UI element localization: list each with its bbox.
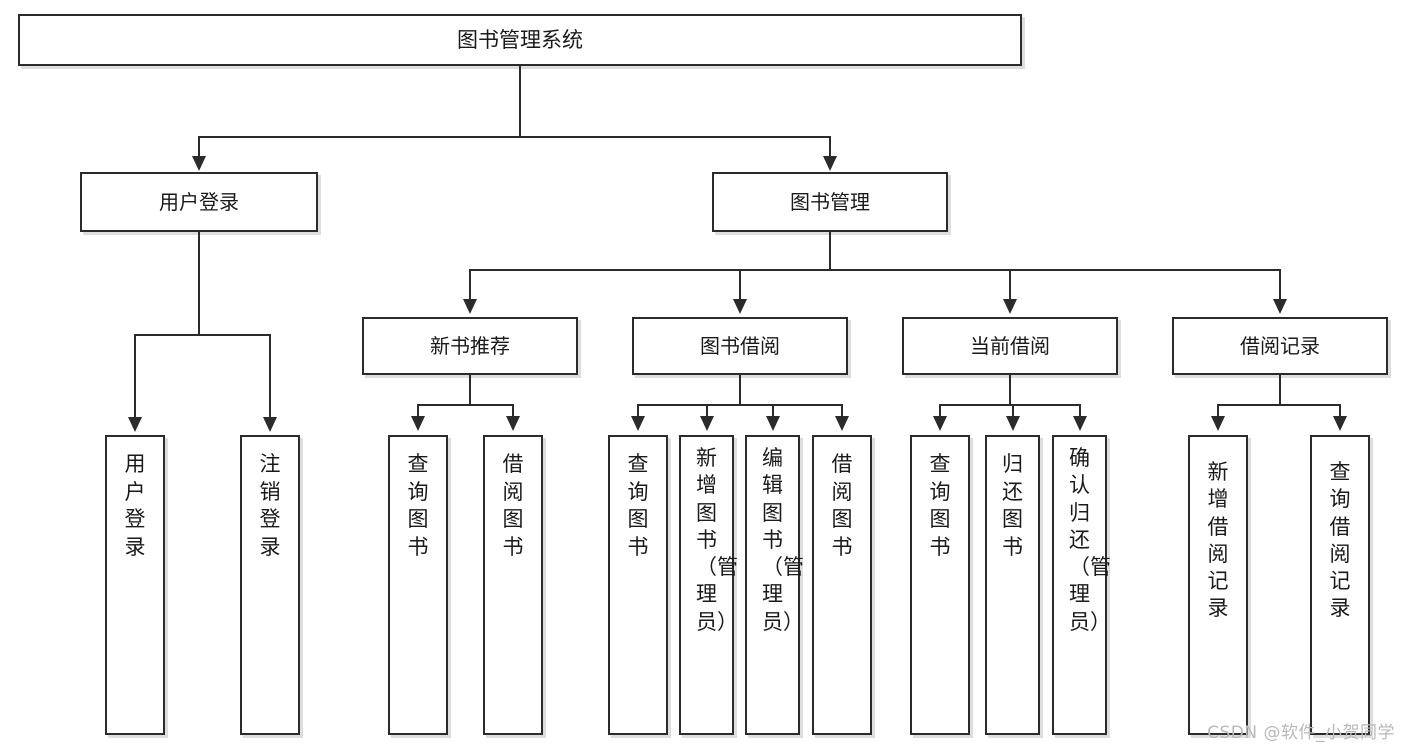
arrow-to-leaf-query-book-c bbox=[933, 416, 947, 431]
connector-record-drop-1 bbox=[1217, 404, 1219, 418]
node-label: 注销登录 bbox=[259, 452, 281, 560]
connector-recommend-stem bbox=[469, 375, 471, 406]
node-label: 查询借阅记录 bbox=[1329, 460, 1351, 621]
connector-recommend-drop-1 bbox=[417, 404, 419, 418]
leaf-add-borrow-record[interactable]: 新增借阅记录 bbox=[1188, 435, 1248, 735]
node-label: 归还图书 bbox=[1002, 452, 1023, 560]
node-label: 编辑图书（管理员） bbox=[762, 446, 804, 634]
connector-current-bus bbox=[939, 404, 1081, 406]
arrow-to-book-management bbox=[823, 156, 837, 171]
connector-level3-drop-4 bbox=[1279, 269, 1281, 301]
arrow-to-leaf-add-record bbox=[1211, 416, 1225, 431]
arrow-to-user-login bbox=[192, 156, 206, 171]
connector-level2-bus bbox=[198, 136, 830, 138]
connector-book-management-stem bbox=[829, 232, 831, 271]
connector-current-drop-1 bbox=[939, 404, 941, 418]
connector-record-stem bbox=[1279, 375, 1281, 406]
arrow-to-leaf-query-record bbox=[1333, 416, 1347, 431]
leaf-query-book-current[interactable]: 查询图书 bbox=[910, 435, 970, 735]
connector-user-login-bus bbox=[134, 334, 271, 336]
connector-borrow-bus bbox=[637, 404, 842, 406]
node-borrow-record[interactable]: 借阅记录 bbox=[1172, 317, 1388, 375]
leaf-confirm-return-admin[interactable]: 确认归还（管理员） bbox=[1052, 435, 1111, 735]
node-label: 图书管理系统 bbox=[457, 27, 583, 52]
connector-level3-bus bbox=[469, 269, 1280, 271]
node-label: 查询图书 bbox=[929, 452, 951, 560]
connector-current-stem bbox=[1009, 375, 1011, 406]
node-new-book-recommend[interactable]: 新书推荐 bbox=[362, 317, 578, 375]
connector-record-drop-2 bbox=[1339, 404, 1341, 418]
node-label: 借阅记录 bbox=[1240, 333, 1320, 358]
leaf-user-login[interactable]: 用户登录 bbox=[105, 435, 165, 735]
arrow-to-leaf-query-book-b bbox=[631, 416, 645, 431]
connector-level2-drop-book bbox=[829, 136, 831, 158]
leaf-logout[interactable]: 注销登录 bbox=[240, 435, 300, 735]
connector-borrow-stem bbox=[739, 375, 741, 406]
connector-current-drop-2 bbox=[1012, 404, 1014, 418]
leaf-query-borrow-record[interactable]: 查询借阅记录 bbox=[1310, 435, 1370, 735]
connector-borrow-drop-1 bbox=[637, 404, 639, 418]
connector-current-drop-3 bbox=[1079, 404, 1081, 418]
node-label: 确认归还（管理员） bbox=[1069, 446, 1111, 634]
leaf-borrow-book[interactable]: 借阅图书 bbox=[812, 435, 872, 735]
node-label: 新增图书（管理员） bbox=[696, 446, 738, 634]
arrow-to-leaf-borrow-book-a bbox=[506, 416, 520, 431]
arrow-to-book-borrow bbox=[733, 299, 747, 314]
node-label: 当前借阅 bbox=[970, 333, 1050, 358]
connector-borrow-drop-3 bbox=[772, 404, 774, 418]
node-book-borrow[interactable]: 图书借阅 bbox=[632, 317, 848, 375]
connector-user-login-stem bbox=[198, 232, 200, 335]
connector-level3-drop-2 bbox=[739, 269, 741, 301]
arrow-to-leaf-add-book bbox=[700, 416, 714, 431]
connector-recommend-bus bbox=[417, 404, 513, 406]
csdn-watermark: CSDN @软件_小贺同学 bbox=[1207, 723, 1395, 743]
connector-record-bus bbox=[1217, 404, 1341, 406]
connector-root-stem bbox=[519, 66, 521, 137]
connector-recommend-drop-2 bbox=[512, 404, 514, 418]
node-current-borrow[interactable]: 当前借阅 bbox=[902, 317, 1118, 375]
node-label: 新增借阅记录 bbox=[1207, 460, 1229, 621]
node-label: 借阅图书 bbox=[502, 452, 524, 560]
leaf-query-book-recommend[interactable]: 查询图书 bbox=[388, 435, 448, 735]
arrow-to-leaf-return-book bbox=[1006, 416, 1020, 431]
leaf-add-book-admin[interactable]: 新增图书（管理员） bbox=[679, 435, 738, 735]
node-book-management[interactable]: 图书管理 bbox=[712, 172, 948, 232]
arrow-to-leaf-logout bbox=[263, 417, 277, 432]
connector-borrow-drop-4 bbox=[841, 404, 843, 418]
node-label: 图书管理 bbox=[790, 189, 870, 214]
node-label: 用户登录 bbox=[124, 452, 146, 560]
node-label: 用户登录 bbox=[159, 189, 239, 214]
connector-level3-drop-1 bbox=[469, 269, 471, 301]
arrow-to-current-borrow bbox=[1003, 299, 1017, 314]
arrow-to-leaf-query-book-a bbox=[411, 416, 425, 431]
connector-user-login-drop-1 bbox=[134, 334, 136, 419]
connector-level2-drop-user bbox=[198, 136, 200, 158]
leaf-borrow-book-recommend[interactable]: 借阅图书 bbox=[483, 435, 543, 735]
arrow-to-borrow-record bbox=[1273, 299, 1287, 314]
node-root-book-management-system[interactable]: 图书管理系统 bbox=[18, 14, 1022, 66]
connector-level3-drop-3 bbox=[1009, 269, 1011, 301]
arrow-to-leaf-user-login bbox=[128, 417, 142, 432]
arrow-to-leaf-confirm-return bbox=[1073, 416, 1087, 431]
node-user-login[interactable]: 用户登录 bbox=[80, 172, 318, 232]
leaf-edit-book-admin[interactable]: 编辑图书（管理员） bbox=[745, 435, 804, 735]
arrow-to-leaf-borrow-book-b bbox=[835, 416, 849, 431]
node-label: 借阅图书 bbox=[831, 452, 853, 560]
node-label: 查询图书 bbox=[627, 452, 649, 560]
arrow-to-new-book-recommend bbox=[463, 299, 477, 314]
arrow-to-leaf-edit-book bbox=[766, 416, 780, 431]
leaf-return-book[interactable]: 归还图书 bbox=[985, 435, 1040, 735]
leaf-query-book-borrow[interactable]: 查询图书 bbox=[608, 435, 668, 735]
node-label: 查询图书 bbox=[407, 452, 429, 560]
connector-borrow-drop-2 bbox=[706, 404, 708, 418]
connector-user-login-drop-2 bbox=[269, 334, 271, 419]
node-label: 新书推荐 bbox=[430, 333, 510, 358]
node-label: 图书借阅 bbox=[700, 333, 780, 358]
